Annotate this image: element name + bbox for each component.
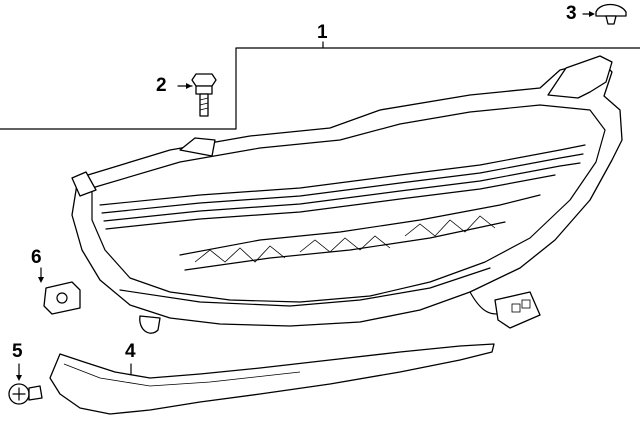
adjuster-tab (179, 137, 216, 157)
lower-mount-hook (139, 315, 161, 334)
callout-3: 3 (566, 3, 577, 24)
lens-rim (91, 104, 606, 303)
upper-mount-bracket (547, 55, 613, 99)
headlamp-assembly (71, 55, 623, 334)
part-5-screw (8, 363, 43, 405)
assembly-boundary (0, 47, 640, 130)
part-3-cap (582, 3, 627, 25)
callout-1: 1 (317, 22, 328, 43)
part-2-bolt (177, 73, 217, 117)
part-6-clip (38, 267, 81, 315)
harness-connector (494, 291, 541, 329)
callout-2: 2 (156, 75, 167, 96)
part-4-trim-strip (49, 343, 495, 415)
lower-housing-edge (119, 267, 491, 307)
upper-light-bar (99, 144, 586, 230)
led-projector-band (179, 194, 541, 271)
callout-6: 6 (31, 247, 42, 268)
callout-5: 5 (12, 341, 23, 362)
headlamp-housing (71, 59, 623, 327)
callout-4: 4 (125, 341, 136, 362)
left-mount-tab (71, 171, 97, 197)
